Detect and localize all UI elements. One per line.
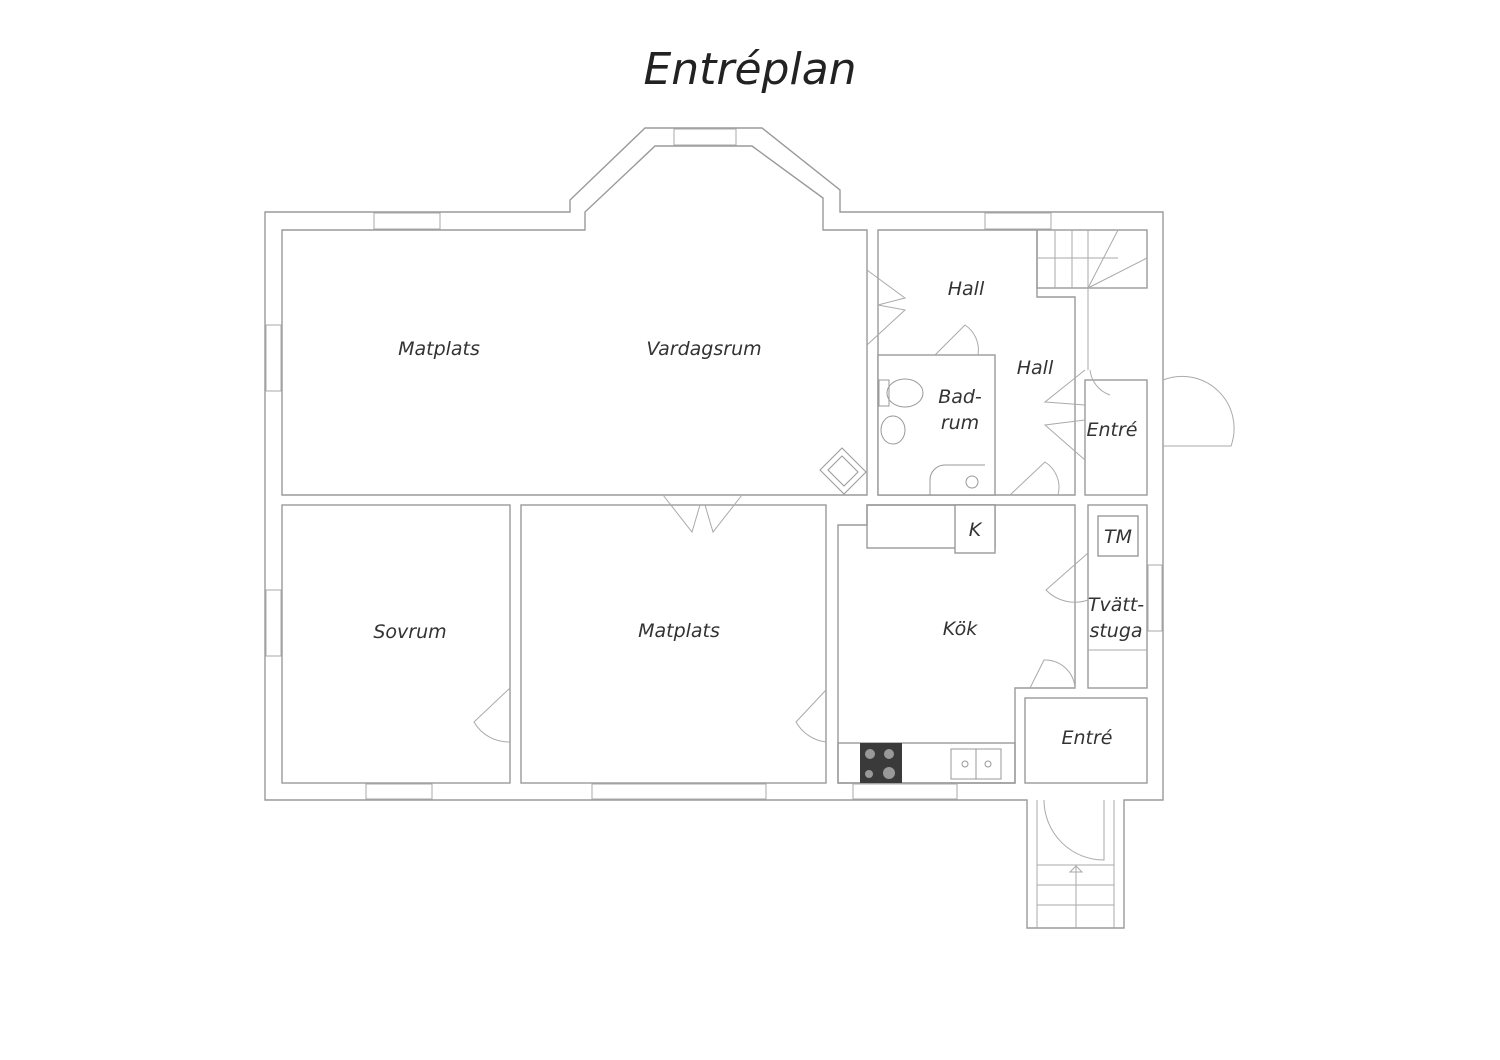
- room-label-hall-top: Hall: [948, 278, 985, 300]
- kitchen-counter: [837, 742, 1016, 784]
- windows: [265, 128, 1163, 800]
- room-label-matplats-bottom: Matplats: [638, 620, 720, 642]
- room-label-hall-mid: Hall: [1017, 357, 1054, 379]
- floor-plan-title: Entréplan: [643, 44, 857, 95]
- fireplace-icon: [819, 447, 867, 495]
- sink-icon: [950, 748, 1002, 780]
- doors: [473, 269, 1235, 743]
- room-label-tvattstuga-2: stuga: [1089, 620, 1142, 642]
- washer-label: TM: [1104, 526, 1132, 548]
- room-label-matplats-top: Matplats: [398, 338, 480, 360]
- room-bathroom: [877, 354, 996, 496]
- toilet-icon: [878, 378, 985, 495]
- room-label-kok: Kök: [943, 618, 978, 640]
- room-entre-lower: [1024, 697, 1148, 784]
- fridge-label: K: [969, 519, 983, 541]
- room-label-badrum-2: rum: [941, 412, 979, 434]
- room-living-dining: [281, 145, 868, 496]
- room-entre-upper: [1084, 379, 1148, 496]
- stove-icon: [860, 743, 902, 783]
- room-label-sovrum: Sovrum: [373, 621, 446, 643]
- room-label-badrum-1: Bad-: [938, 386, 982, 408]
- room-label-entre-lower: Entré: [1062, 727, 1113, 749]
- room-label-vardagsrum: Vardagsrum: [646, 338, 761, 360]
- staircase-inner: [1036, 229, 1148, 289]
- stair-steps: [1037, 229, 1148, 370]
- room-matplats-lower: [520, 504, 827, 784]
- fridge: [954, 504, 996, 554]
- room-label-entre-upper: Entré: [1087, 419, 1138, 441]
- room-label-tvattstuga-1: Tvätt-: [1088, 594, 1144, 616]
- washer: [1097, 515, 1139, 557]
- room-sovrum: [281, 504, 511, 784]
- outside-stairs: [1036, 799, 1115, 928]
